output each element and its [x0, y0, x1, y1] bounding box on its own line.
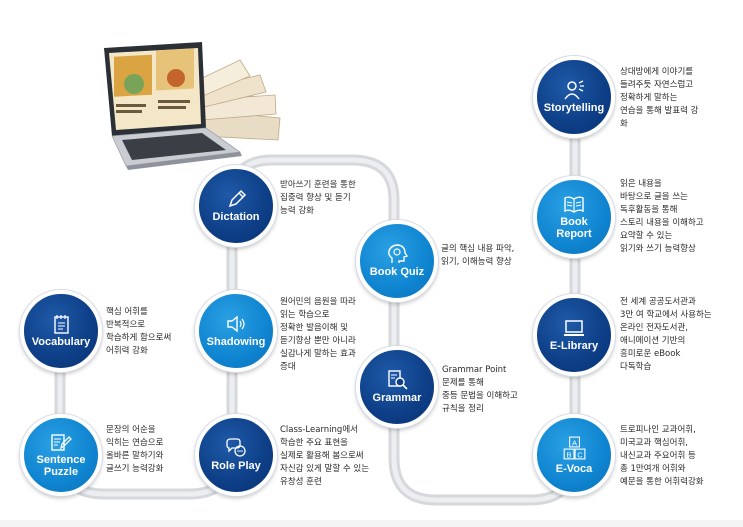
- e-voca-description: 트로피나인 교과어휘, 미국교과 핵심어휘, 내신교과 주요어휘 등 총 1만여…: [620, 425, 704, 487]
- pencil-icon: [228, 189, 247, 208]
- storytelling-description: 상대방에게 이야기를 들려주듯 자연스럽고 정확하게 말하는 연습을 통해 발표…: [620, 67, 699, 129]
- book-report-node[interactable]: Book Report: [533, 176, 615, 258]
- laptop-icon: [564, 320, 584, 336]
- sentence-puzzle-node[interactable]: Sentence Puzzle: [20, 414, 102, 496]
- e-voca-node[interactable]: A B C E-Voca: [533, 414, 615, 496]
- grammar-node[interactable]: Grammar: [356, 346, 438, 428]
- laptop-screen: [104, 42, 206, 136]
- speaking-person-icon: [564, 80, 584, 100]
- notepad-icon: [54, 315, 69, 334]
- bottom-band: [0, 520, 743, 527]
- role-play-description: Class-Learning에서 학습한 주요 표현을 실제로 활용해 봄으로써…: [280, 425, 370, 487]
- block-b: B: [567, 450, 572, 459]
- shadowing-description: 원어민의 음원을 따라 읽는 학습으로 정확한 발음이해 및 듣기향상 뿐만 아…: [280, 297, 356, 372]
- sentence-puzzle-label: Sentence Puzzle: [36, 454, 86, 478]
- laptop-base: [111, 127, 242, 170]
- open-book-icon: [564, 196, 584, 213]
- vocabulary-description: 핵심 어휘를 반복적으로 학습하게 함으로써 어휘력 강화: [106, 307, 172, 356]
- shadowing-node[interactable]: Shadowing: [195, 290, 277, 372]
- grammar-label: Grammar: [372, 392, 422, 404]
- abc-blocks-icon: A B C: [563, 436, 586, 460]
- vocabulary-label: Vocabulary: [31, 336, 91, 348]
- lightbulb-head-icon: [388, 244, 408, 263]
- book-quiz-label: Book Quiz: [369, 266, 425, 278]
- role-play-node[interactable]: Role Play: [195, 414, 277, 496]
- grammar-description: Grammar Point 문제를 통해 중등 문법을 이해하고 규칙을 정리: [442, 365, 518, 414]
- book-report-description: 읽은 내용을 바탕으로 글을 쓰는 독후활동을 통해 스토리 내용을 이해하고 …: [620, 179, 704, 254]
- role-play-label: Role Play: [211, 460, 261, 472]
- speaker-icon: [227, 315, 245, 333]
- e-library-label: E-Library: [549, 340, 599, 352]
- e-voca-label: E-Voca: [555, 463, 593, 475]
- storytelling-label: Storytelling: [543, 102, 605, 114]
- dictation-node[interactable]: Dictation: [195, 165, 277, 247]
- connecting-path-highlight: [57, 93, 578, 503]
- dictation-description: 받아쓰기 훈련을 통한 집중력 향상 및 듣기 능력 강화: [280, 180, 356, 216]
- laptop-ebook-illustration: [104, 42, 281, 170]
- dictation-label: Dictation: [212, 211, 260, 223]
- block-a: A: [572, 438, 578, 447]
- book-report-label: Book Report: [556, 216, 592, 240]
- e-library-node[interactable]: E-Library: [533, 294, 615, 376]
- edit-note-icon: [51, 434, 72, 451]
- chat-bubbles-icon: [226, 438, 246, 457]
- shadowing-label: Shadowing: [206, 336, 266, 348]
- book-quiz-description: 글의 핵심 내용 파악, 읽기, 이해능력 향상: [441, 244, 515, 267]
- vocabulary-node[interactable]: Vocabulary: [20, 290, 102, 372]
- storytelling-node[interactable]: Storytelling: [533, 56, 615, 138]
- e-library-description: 전 세계 공공도서관과 3만 여 학교에서 사용하는 온라인 전자도서관, 애니…: [620, 297, 712, 372]
- sentence-puzzle-description: 문장의 어순을 익히는 연습으로 올바른 말하기와 글쓰기 능력강화: [106, 425, 164, 474]
- block-c: C: [577, 450, 583, 459]
- book-quiz-node[interactable]: Book Quiz: [356, 220, 438, 302]
- document-search-icon: [388, 370, 408, 390]
